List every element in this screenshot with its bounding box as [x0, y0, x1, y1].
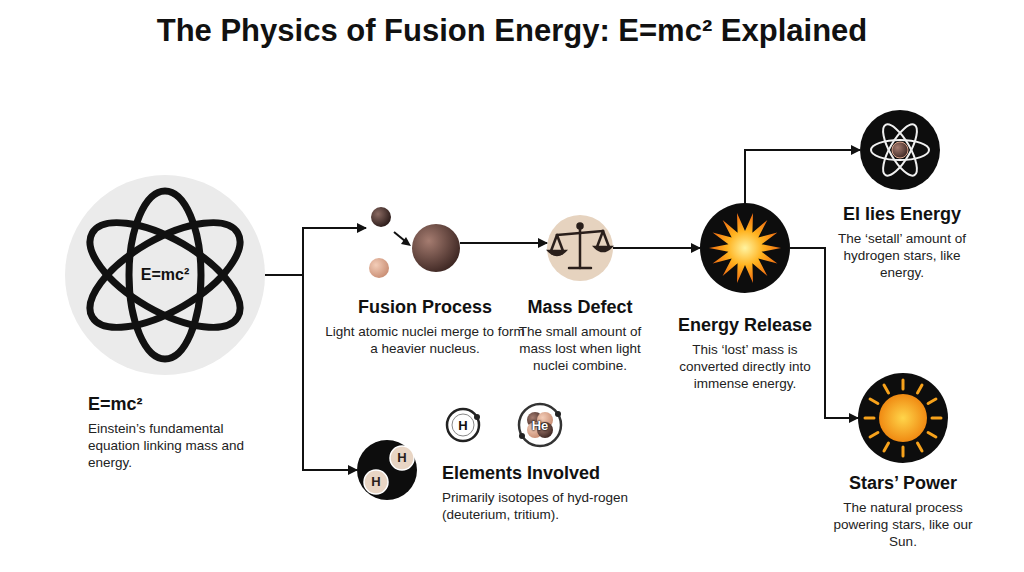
- equation-label: E=mc²: [138, 264, 192, 286]
- flow-arrow: [745, 150, 860, 203]
- node-shape: H: [447, 409, 479, 441]
- sun-icon: [858, 373, 948, 463]
- element-symbol: He: [532, 418, 549, 433]
- process-node: Fusion ProcessLight atomic nuclei merge …: [320, 204, 530, 357]
- node-shape: [860, 110, 940, 190]
- text-column: Stars’ PowerThe natural process powering…: [828, 472, 978, 550]
- node-description: This ‘lost’ mass is converted directly i…: [670, 341, 820, 392]
- node-description: The ‘setall’ amount of hydrogen stars, l…: [832, 230, 972, 281]
- node-shape: [366, 204, 460, 282]
- node-description: Primarily isotopes of hyd-rogen (deuteri…: [442, 489, 630, 523]
- node-shape: He: [518, 403, 562, 447]
- elements-node: HH Elements InvolvedPrimarily isotopes of…: [357, 440, 630, 523]
- output-node: Stars’ PowerThe natural process powering…: [828, 373, 978, 550]
- scales-icon: [547, 215, 613, 281]
- element-icon: H: [447, 409, 479, 441]
- element-symbol: H: [390, 446, 414, 470]
- fusion-icon: [369, 207, 460, 278]
- text-column: Mass DefectThe small amount of mass lost…: [505, 296, 655, 374]
- text-column: E=mc² Einstein’s fundamental equation lin…: [60, 393, 275, 471]
- node-heading: E=mc²: [88, 393, 275, 415]
- text-column: Energy ReleaseThis ‘lost’ mass is conver…: [670, 314, 820, 392]
- node-shape: HH: [357, 440, 417, 500]
- node-heading: Elements Involved: [442, 462, 630, 484]
- helium-icon: [519, 404, 561, 446]
- node-description: Einstein’s fundamental equation linking …: [88, 420, 253, 471]
- output-node: El lies EnergyThe ‘setall’ amount of hyd…: [832, 110, 972, 281]
- flow-arrow: [613, 247, 700, 249]
- text-column: El lies EnergyThe ‘setall’ amount of hyd…: [832, 203, 972, 281]
- node-shape: [700, 203, 790, 293]
- flow-arrow: [265, 228, 366, 275]
- small-atom-icon: [860, 110, 940, 190]
- node-shape: [858, 373, 948, 463]
- node-heading: Mass Defect: [505, 296, 655, 318]
- process-node: Energy ReleaseThis ‘lost’ mass is conver…: [670, 203, 820, 392]
- node-shape: [547, 215, 613, 281]
- node-heading: Stars’ Power: [828, 472, 978, 494]
- diagram-title: The Physics of Fusion Energy: E=mc² Expl…: [0, 12, 1024, 50]
- flow-arrow: [265, 275, 357, 470]
- isotope-icon: [357, 440, 417, 500]
- element-symbol: H: [458, 418, 467, 433]
- element-symbol: H: [364, 470, 388, 494]
- node-description: The natural process powering stars, like…: [828, 499, 978, 550]
- node-heading: Energy Release: [670, 314, 820, 336]
- text-column: Fusion ProcessLight atomic nuclei merge …: [320, 296, 530, 357]
- node-heading: El lies Energy: [832, 203, 972, 225]
- node-heading: Fusion Process: [320, 296, 530, 318]
- node-shape: E=mc²: [65, 175, 265, 375]
- node-description: Light atomic nuclei merge to form a heav…: [320, 323, 530, 357]
- equation-node: E=mc² E=mc² Einstein’s fundamental equatio…: [60, 175, 275, 471]
- atom-icon: [65, 175, 265, 375]
- flow-arrow: [460, 242, 547, 244]
- node-description: The small amount of mass lost when light…: [505, 323, 655, 374]
- energy-burst-icon: [700, 203, 790, 293]
- process-node: Mass DefectThe small amount of mass lost…: [505, 215, 655, 374]
- text-column: Elements InvolvedPrimarily isotopes of h…: [442, 440, 630, 523]
- hydrogen-icon: [447, 409, 480, 441]
- element-icon: He: [518, 403, 562, 447]
